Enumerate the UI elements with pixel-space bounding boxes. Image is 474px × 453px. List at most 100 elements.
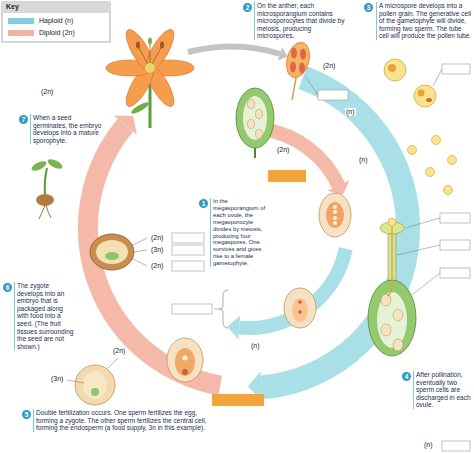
filament <box>292 78 296 100</box>
diploid-band <box>88 125 220 385</box>
embryo-sac <box>292 298 308 322</box>
ploidy-label-holder: (2n) <box>112 347 126 355</box>
callout-number: 3 <box>364 3 373 12</box>
root <box>39 205 51 219</box>
ovule <box>381 294 391 306</box>
ploidy-label-holder: (3n) <box>150 246 164 254</box>
callout-text-holder: A microspore develops into a pollen grai… <box>376 2 472 40</box>
callout-text-holder: The zygote develops into an embryo that … <box>14 282 74 350</box>
callout-text: The zygote develops into an embryo that … <box>14 282 74 350</box>
callout-text: A microspore develops into a pollen grai… <box>376 2 472 40</box>
ovary-cavity <box>243 96 267 140</box>
callout-number: 6 <box>3 283 12 292</box>
ploidy-label: (2n) <box>112 347 126 355</box>
ploidy-label-holder: (2n) <box>276 146 290 154</box>
leader-line <box>433 69 442 86</box>
ovary <box>368 280 416 356</box>
generative-cell <box>426 98 432 102</box>
ovule <box>75 365 115 405</box>
haploid-band <box>239 249 345 328</box>
microspore <box>384 59 406 81</box>
diploid-arrowhead <box>328 181 350 195</box>
ploidy-label: (3n) <box>150 246 164 254</box>
callout-text: After pollination, eventually two sperm … <box>413 371 471 409</box>
ovule <box>248 100 255 109</box>
ovary-cavity <box>377 292 407 348</box>
leader-line <box>412 273 440 295</box>
callout-number: 1 <box>199 199 208 208</box>
callout-text: On the anther, each microsporangium cont… <box>254 2 346 40</box>
legend-text: Haploid (n) <box>39 16 139 25</box>
ploidy-label-holder: (n) <box>423 441 434 449</box>
megaspore <box>333 221 337 225</box>
pollen-grain <box>426 168 435 177</box>
megaspore <box>333 216 337 220</box>
ploidy-label-holder: (2n) <box>322 62 336 70</box>
seed-coat <box>36 194 54 206</box>
megaspore <box>333 205 337 209</box>
callout-number-holder: 1 <box>199 199 208 208</box>
bracket <box>219 290 228 328</box>
polar-nuclei <box>298 310 302 314</box>
blank-label <box>172 233 204 243</box>
ovule <box>256 110 263 119</box>
blank-label <box>172 245 204 255</box>
leader-line <box>133 250 147 252</box>
legend-swatch <box>8 18 34 24</box>
callout-text: In the megasporangium of each ovule, the… <box>210 198 272 267</box>
ploidy-label-holder: (n) <box>358 156 369 164</box>
callout-text-holder: After pollination, eventually two sperm … <box>413 371 471 409</box>
endosperm <box>96 240 128 264</box>
embryo <box>91 388 99 396</box>
legend-row: Haploid (n) <box>8 16 108 27</box>
answer-box <box>268 170 306 182</box>
legend-text: Diploid (2n) <box>39 28 139 37</box>
callout-number: 2 <box>243 3 252 12</box>
callout-text-holder: In the megasporangium of each ovule, the… <box>210 198 272 267</box>
ploidy-label-holder: (2n) <box>40 88 54 96</box>
pollen-grain <box>432 136 441 145</box>
leader-line <box>214 309 219 310</box>
microsporangium <box>299 63 305 74</box>
answer-box <box>212 394 264 406</box>
central-cell <box>175 348 195 376</box>
ploidy-label: (2n) <box>150 234 164 242</box>
ovary-stalk <box>254 148 256 158</box>
callout-number: 7 <box>19 115 28 124</box>
grey-arrowhead <box>278 47 288 60</box>
callout-number: 5 <box>22 410 31 419</box>
megasporangium <box>326 202 344 228</box>
ovule <box>393 309 403 321</box>
callout-text-holder: When a seed germinates, the embryo devel… <box>30 114 102 144</box>
legend-swatch <box>8 30 34 36</box>
ovule <box>256 130 263 139</box>
anther-tip <box>160 42 164 49</box>
microsporangium <box>291 48 297 59</box>
diploid-arrowhead <box>114 116 137 135</box>
pollen-tube <box>387 226 392 296</box>
ploidy-label: (2n) <box>322 62 336 70</box>
embryo <box>105 252 119 260</box>
leader-line <box>131 238 147 246</box>
ploidy-label: (n) <box>423 441 434 449</box>
leader-line <box>397 245 440 255</box>
ovary <box>236 88 274 148</box>
ovule <box>248 120 255 129</box>
callout-text-holder: Double fertilization occurs. One sperm f… <box>33 409 208 432</box>
seedling-leaf <box>46 157 63 170</box>
legend-title-holder: Key <box>6 3 19 11</box>
ploidy-label: (3n) <box>50 375 64 383</box>
ploidy-label: (2n) <box>276 146 290 154</box>
blank-label <box>442 441 470 451</box>
pollen-grain <box>448 156 457 165</box>
tube-cell <box>418 90 425 97</box>
grey-arrow <box>188 46 280 54</box>
ploidy-label: (n) <box>250 342 261 350</box>
callout-text: When a seed germinates, the embryo devel… <box>30 114 102 144</box>
leader-line <box>131 258 147 266</box>
pollen-grain <box>408 146 417 155</box>
flower-center <box>145 63 155 73</box>
callout-number: 4 <box>402 372 411 381</box>
ploidy-label-holder: (3n) <box>50 375 64 383</box>
